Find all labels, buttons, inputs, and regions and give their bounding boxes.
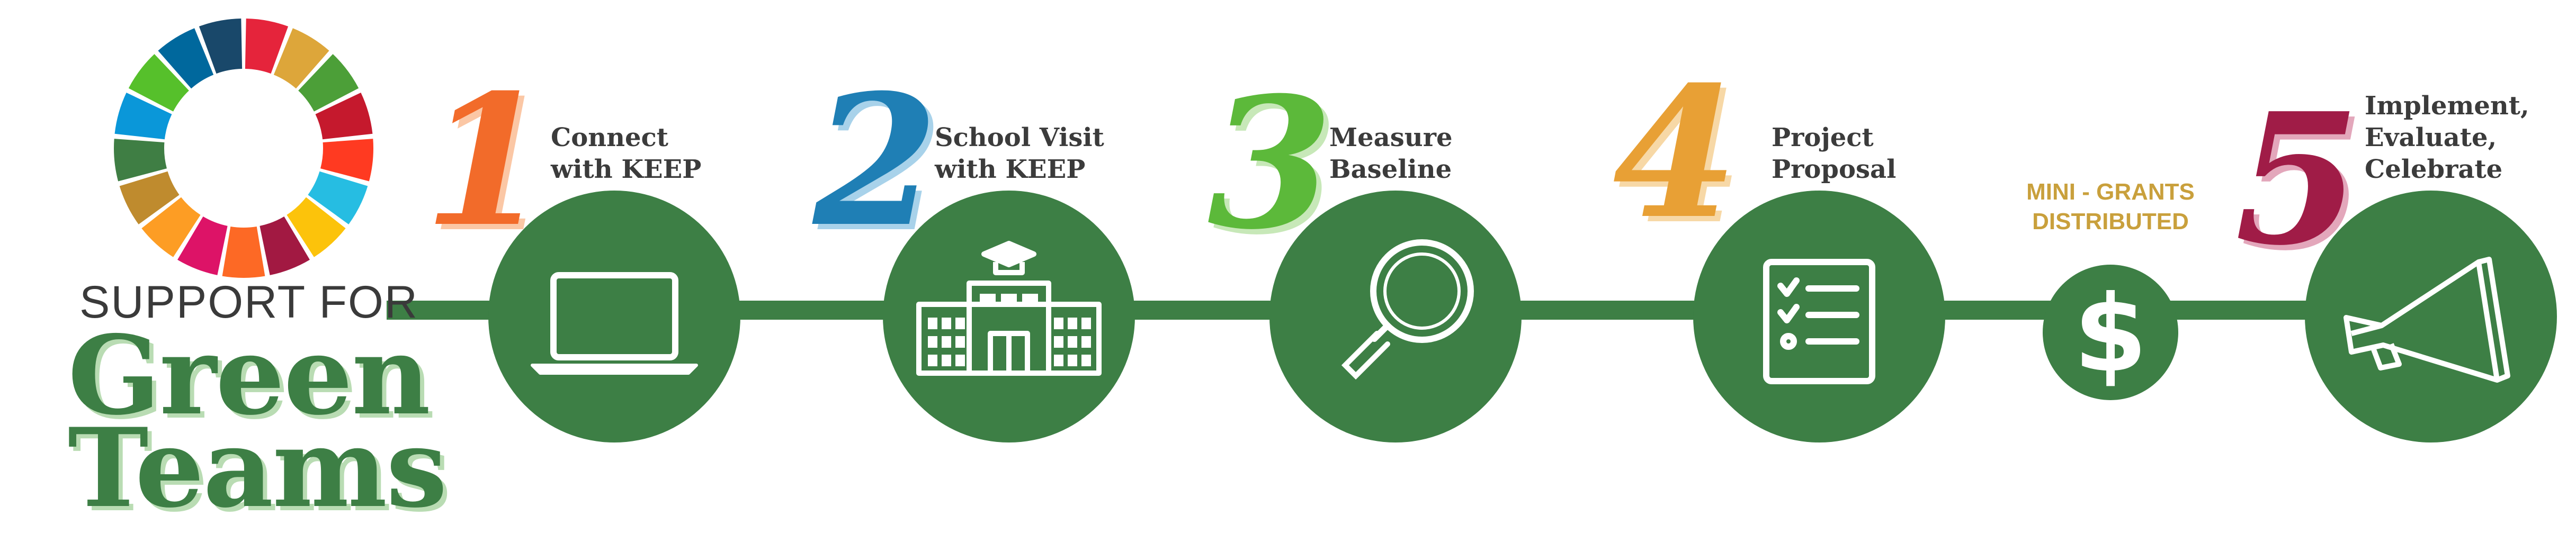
step-2-label-line1: School Visit	[935, 123, 1104, 152]
mini-grants-label-line1: MINI - GRANTS	[2026, 179, 2195, 205]
step-3-label-line2: Baseline	[1329, 155, 1452, 184]
step-2-label-line2: with KEEP	[935, 155, 1086, 184]
step-4-label-line1: Project	[1772, 123, 1874, 152]
mini-grants-label: MINI - GRANTS DISTRIBUTED	[2007, 177, 2214, 237]
sdg-wheel	[114, 19, 373, 278]
sdg-wheel-segment	[260, 216, 310, 275]
sdg-wheel-segment	[114, 93, 172, 140]
mini-grants-circle	[2043, 265, 2178, 400]
magnifier-icon	[1341, 239, 1474, 380]
step-3-label: Measure Baseline	[1329, 122, 1453, 185]
mini-grants-label-line2: DISTRIBUTED	[2032, 209, 2189, 234]
dollar-icon: $	[2073, 273, 2147, 396]
sdg-wheel-segment	[320, 139, 373, 182]
sdg-wheel-segment	[298, 54, 359, 112]
step-2-label: School Visit with KEEP	[935, 122, 1104, 185]
step-5-label: Implement, Evaluate, Celebrate	[2365, 90, 2529, 185]
sdg-wheel-segment	[128, 54, 189, 112]
sdg-wheel-segment	[141, 197, 201, 257]
step-5-label-line1: Implement,	[2365, 91, 2529, 121]
sdg-wheel-segment	[287, 197, 346, 257]
sdg-wheel-segment	[199, 19, 243, 74]
step-3-number: 3	[1208, 58, 1333, 269]
step-2-circle	[883, 191, 1135, 442]
brand-title-line1: Green	[68, 312, 431, 439]
laptop-icon	[531, 272, 698, 375]
step-1-circle	[488, 191, 740, 442]
sdg-wheel-segment	[308, 171, 368, 224]
school-building-icon	[916, 241, 1102, 376]
sdg-wheel-segment	[315, 93, 373, 140]
step-2-number: 2	[813, 56, 938, 267]
step-5-number: 5	[2235, 74, 2360, 285]
checklist-icon	[1763, 259, 1875, 384]
sdg-wheel-segment	[245, 19, 289, 74]
sdg-wheel-segment	[158, 28, 214, 89]
step-4-number: 4	[1613, 48, 1738, 259]
step-1-label-line2: with KEEP	[551, 155, 702, 184]
sdg-wheel-segment	[119, 171, 180, 224]
step-4-label: Project Proposal	[1772, 122, 1896, 185]
step-5-label-line3: Celebrate	[2365, 155, 2503, 184]
brand-subtitle: SUPPORT FOR	[79, 277, 419, 328]
sdg-wheel-segment	[177, 216, 228, 275]
megaphone-icon	[2344, 257, 2510, 383]
step-1-label: Connect with KEEP	[551, 122, 701, 185]
sdg-wheel-segment	[273, 28, 329, 89]
step-5-label-line2: Evaluate,	[2365, 123, 2497, 152]
step-3-label-line1: Measure	[1329, 123, 1453, 152]
brand-title-line2: Teams	[68, 405, 448, 532]
sdg-wheel-icon	[114, 19, 373, 278]
sdg-wheel-segment	[114, 139, 167, 182]
step-1-number: 1	[424, 56, 549, 267]
step-1-label-line1: Connect	[551, 123, 668, 152]
step-4-label-line2: Proposal	[1772, 155, 1897, 184]
sdg-wheel-segment	[222, 226, 265, 278]
